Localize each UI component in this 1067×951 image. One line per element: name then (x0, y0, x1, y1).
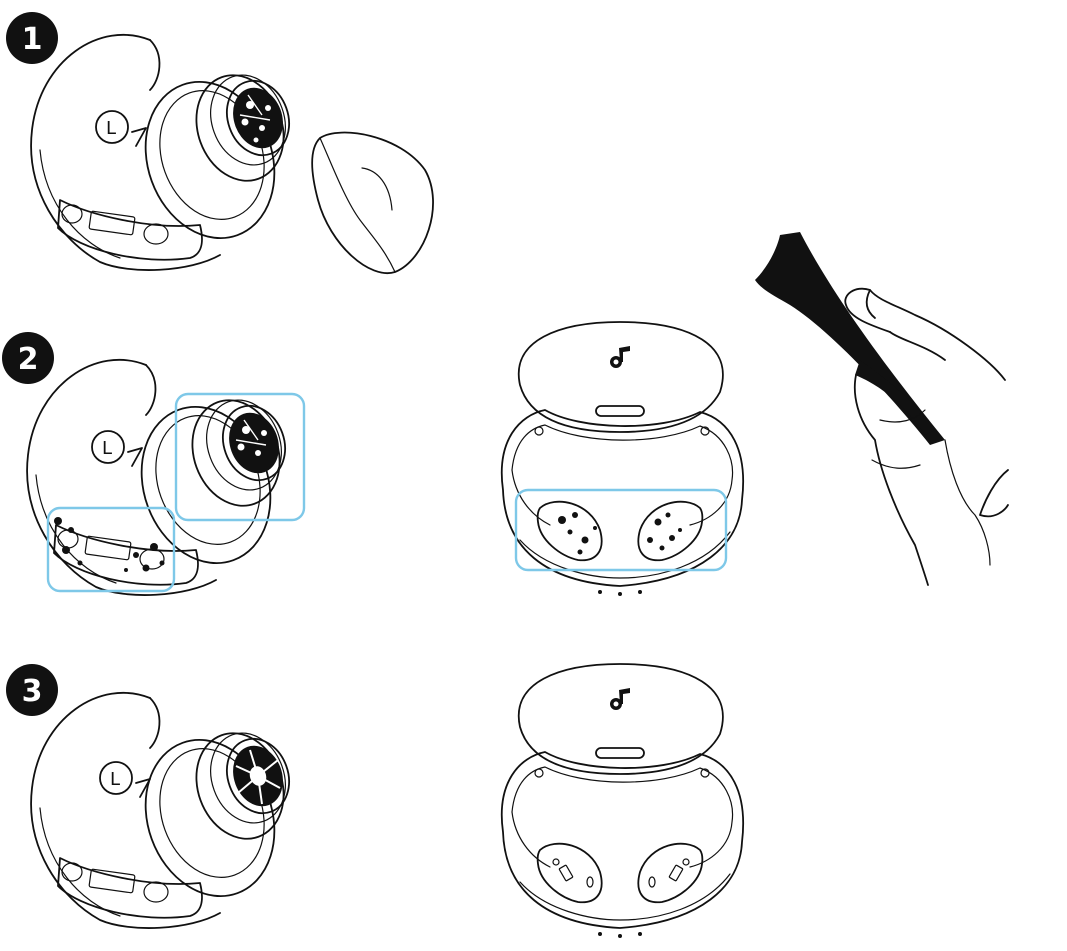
clean-well-contacts (552, 858, 690, 888)
left-side-mark: L (99, 761, 151, 798)
step-number: 1 (22, 22, 43, 57)
step-number-badge: 3 (6, 664, 58, 716)
step-number-badge: 2 (2, 332, 54, 384)
ear-tip-illustration (311, 131, 434, 275)
soundcore-logo-icon (610, 688, 630, 710)
step-2: 2 L (2, 232, 1009, 597)
case-wells-highlight-box (514, 488, 728, 572)
left-side-mark: L (95, 110, 147, 147)
earbud-illustration: L (30, 33, 301, 271)
cleaning-cloth-icon (755, 232, 945, 445)
dirty-mesh (229, 412, 279, 474)
step-3: 3 L (6, 663, 745, 939)
step-number: 3 (22, 674, 43, 709)
hand-with-cleaning-cloth (755, 232, 1009, 586)
clean-case-illustration (500, 663, 745, 939)
soundcore-logo-icon (610, 346, 630, 368)
svg-text:L: L (106, 118, 116, 139)
step-number: 2 (18, 342, 39, 377)
svg-text:L: L (110, 769, 120, 790)
step-1: 1 L (6, 12, 434, 275)
debris-in-wells (558, 512, 682, 555)
dirty-mesh (233, 87, 283, 149)
clean-mesh (233, 745, 283, 807)
dirty-earbud-illustration: L (26, 358, 297, 596)
dirty-case-illustration (500, 321, 745, 597)
controls-highlight-box (46, 506, 176, 593)
left-side-mark: L (91, 430, 143, 467)
clean-earbud-illustration: L (30, 691, 301, 929)
debris-on-controls (54, 517, 165, 572)
step-number-badge: 1 (6, 12, 58, 64)
svg-text:L: L (102, 438, 112, 459)
mesh-highlight-box (174, 392, 306, 522)
